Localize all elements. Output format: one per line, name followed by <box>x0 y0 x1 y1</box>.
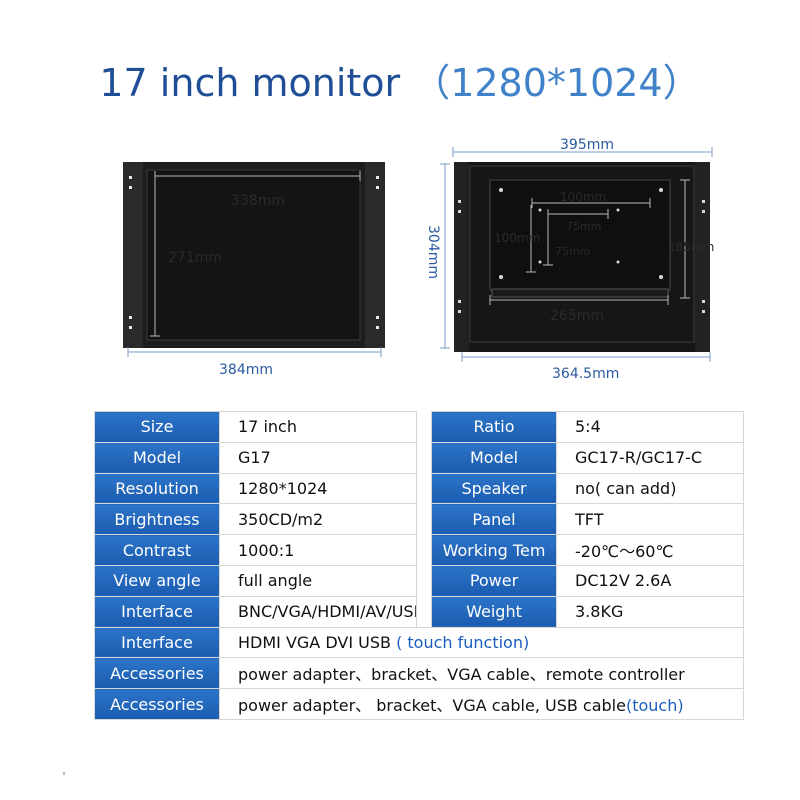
spec-label: Power <box>431 564 557 597</box>
back-measure-lines <box>489 179 690 305</box>
spec-gap <box>417 412 432 443</box>
spec-value: GC17-R/GC17-C <box>556 441 744 474</box>
back-side-flange-left <box>454 162 469 352</box>
front-inner-height-label: 271mm <box>168 250 222 266</box>
title-resolution: （1280*1024） <box>412 61 701 105</box>
spec-gap <box>417 535 432 566</box>
spec-value-text: HDMI VGA DVI USB <box>238 632 397 652</box>
monitor-diagram <box>123 147 713 362</box>
spec-value: 1000:1 <box>219 534 417 566</box>
spec-value: BNC/VGA/HDMI/AV/USB <box>219 595 417 628</box>
spec-value-wide: power adapter、 bracket、VGA cable, USB ca… <box>219 688 744 720</box>
vesa-large-height-label: 100mm <box>494 231 541 245</box>
spec-gap <box>417 565 432 596</box>
page-title: 17 inch monitor（1280*1024） <box>0 52 800 107</box>
spec-value: 5:4 <box>556 411 744 443</box>
spec-label: View angle <box>94 564 220 597</box>
spec-label: Accessories <box>94 657 220 690</box>
spec-value-note: (touch) <box>625 696 684 716</box>
spec-value: full angle <box>219 564 417 597</box>
spec-label: Interface <box>94 626 220 659</box>
front-side-flange-right <box>365 162 385 348</box>
front-screen <box>146 169 361 341</box>
spec-value-text: power adapter、bracket、VGA cable、remote c… <box>238 665 685 685</box>
spec-label: Size <box>94 411 220 443</box>
front-screw-holes <box>129 176 379 329</box>
spec-value: 17 inch <box>219 411 417 443</box>
front-outer-width-label: 384mm <box>219 362 273 378</box>
spec-label: Resolution <box>94 472 220 505</box>
back-screw-holes <box>458 188 705 313</box>
spec-value-note: ( touch function) <box>396 632 530 652</box>
mount-width-label: 265mm <box>550 308 604 324</box>
front-side-flange-left <box>123 162 143 348</box>
spec-gap <box>417 504 432 535</box>
spec-value: 1280*1024 <box>219 472 417 505</box>
back-inner-frame <box>469 165 695 343</box>
spec-label: Weight <box>431 595 557 628</box>
back-cover <box>489 179 671 291</box>
spec-label: Model <box>94 441 220 474</box>
back-outer-width-label: 395mm <box>560 137 614 153</box>
spec-gap <box>417 473 432 504</box>
back-connector-strip <box>491 288 669 298</box>
spec-value-wide: power adapter、bracket、VGA cable、remote c… <box>219 657 744 690</box>
vesa-small-width-label: 75mm <box>566 220 602 233</box>
spec-value: G17 <box>219 441 417 474</box>
title-main: 17 inch monitor <box>99 61 401 105</box>
spec-value: TFT <box>556 503 744 536</box>
front-measure-lines <box>127 171 382 357</box>
back-outer-measure-lines <box>440 147 713 362</box>
spec-label: Accessories <box>94 688 220 720</box>
spec-label: Working Tem <box>431 534 557 566</box>
spec-label: Panel <box>431 503 557 536</box>
spec-value-wide: HDMI VGA DVI USB ( touch function) <box>219 626 744 659</box>
front-inner-width-label: 338mm <box>231 193 285 209</box>
back-height-label: 304mm <box>425 225 441 279</box>
spec-value: -20℃～60℃ <box>556 534 744 566</box>
front-view <box>123 162 385 357</box>
spec-row-wide: Accessories power adapter、 bracket、VGA ca… <box>94 688 744 720</box>
spec-value-text: power adapter、 bracket、VGA cable, USB ca… <box>238 696 626 716</box>
spec-value: 350CD/m2 <box>219 503 417 536</box>
back-view <box>440 147 713 362</box>
spec-label: Contrast <box>94 534 220 566</box>
spec-label: Ratio <box>431 411 557 443</box>
spec-label: Interface <box>94 595 220 628</box>
back-bracket-width-label: 364.5mm <box>552 366 620 382</box>
mount-height-label: 185mm <box>668 240 715 254</box>
vesa-small-height-label: 75mm <box>555 245 591 258</box>
spec-value: DC12V 2.6A <box>556 564 744 597</box>
spec-gap <box>417 596 432 627</box>
spec-gap <box>417 442 432 473</box>
vesa-large-width-label: 100mm <box>560 190 607 204</box>
stray-mark <box>63 772 65 775</box>
spec-label: Model <box>431 441 557 474</box>
spec-value: 3.8KG <box>556 595 744 628</box>
spec-label: Brightness <box>94 503 220 536</box>
spec-row-wide: Accessories power adapter、bracket、VGA cab… <box>94 657 744 690</box>
spec-label: Speaker <box>431 472 557 505</box>
back-side-flange-right <box>695 162 710 352</box>
spec-value: no( can add) <box>556 472 744 505</box>
